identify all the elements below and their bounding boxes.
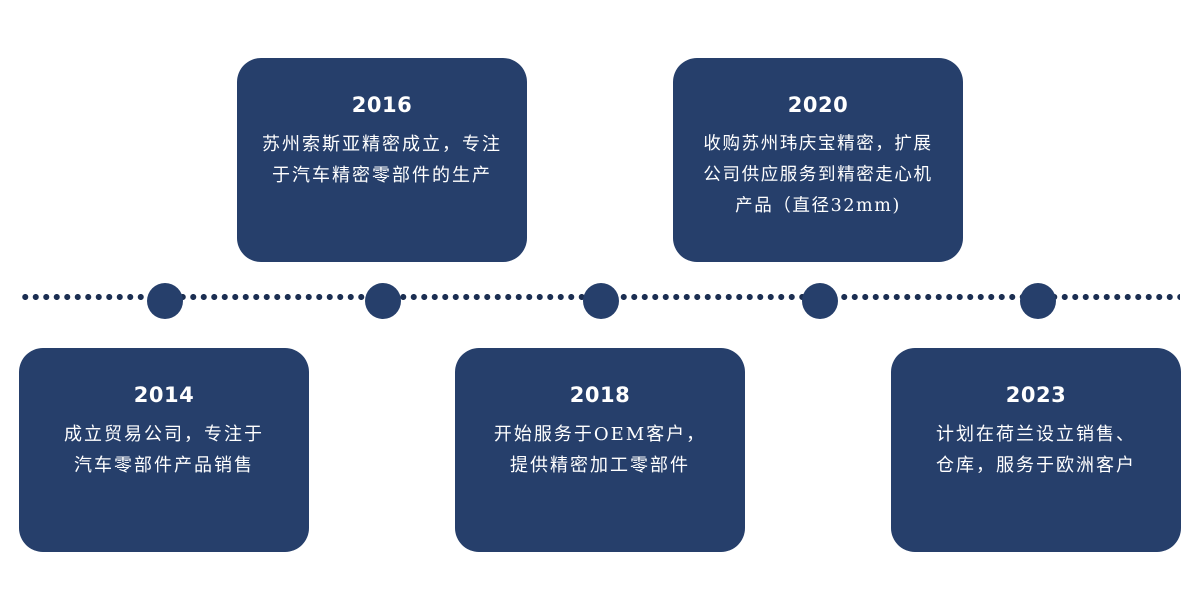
description-line: 汽车零部件产品销售	[74, 455, 254, 476]
description-line: 仓库，服务于欧洲客户	[936, 455, 1136, 476]
description-line: 提供精密加工零部件	[510, 455, 690, 476]
milestone-description: 成立贸易公司，专注于 汽车零部件产品销售	[39, 419, 289, 481]
milestone-description: 苏州索斯亚精密成立，专注 于汽车精密零部件的生产	[247, 129, 517, 191]
timeline-node-2023	[1020, 283, 1056, 319]
description-line: 公司供应服务到精密走心机	[703, 165, 933, 185]
milestone-description: 计划在荷兰设立销售、 仓库，服务于欧洲客户	[906, 419, 1166, 481]
milestone-card-2014: 2014 成立贸易公司，专注于 汽车零部件产品销售	[19, 348, 309, 552]
description-line: 开始服务于OEM客户，	[493, 424, 707, 445]
description-line: 苏州索斯亚精密成立，专注	[262, 134, 502, 155]
description-line: 产品（直径32mm)	[735, 196, 901, 216]
timeline-node-2016	[365, 283, 401, 319]
milestone-card-2016: 2016 苏州索斯亚精密成立，专注 于汽车精密零部件的生产	[237, 58, 527, 262]
milestone-year: 2018	[569, 383, 631, 407]
timeline-node-2020	[802, 283, 838, 319]
milestone-year: 2014	[133, 383, 195, 407]
milestone-description: 收购苏州玮庆宝精密，扩展 公司供应服务到精密走心机 产品（直径32mm)	[681, 129, 955, 222]
milestone-card-2023: 2023 计划在荷兰设立销售、 仓库，服务于欧洲客户	[891, 348, 1181, 552]
timeline-node-2014	[147, 283, 183, 319]
description-line: 于汽车精密零部件的生产	[272, 165, 492, 186]
description-line: 成立贸易公司，专注于	[64, 424, 264, 445]
description-line: 计划在荷兰设立销售、	[936, 424, 1136, 445]
timeline-node-2018	[583, 283, 619, 319]
milestone-year: 2023	[1005, 383, 1067, 407]
milestone-description: 开始服务于OEM客户， 提供精密加工零部件	[470, 419, 730, 481]
milestone-year: 2016	[351, 93, 413, 117]
milestone-card-2020: 2020 收购苏州玮庆宝精密，扩展 公司供应服务到精密走心机 产品（直径32mm…	[673, 58, 963, 262]
description-line: 收购苏州玮庆宝精密，扩展	[703, 134, 933, 154]
milestone-year: 2020	[787, 93, 849, 117]
milestone-card-2018: 2018 开始服务于OEM客户， 提供精密加工零部件	[455, 348, 745, 552]
